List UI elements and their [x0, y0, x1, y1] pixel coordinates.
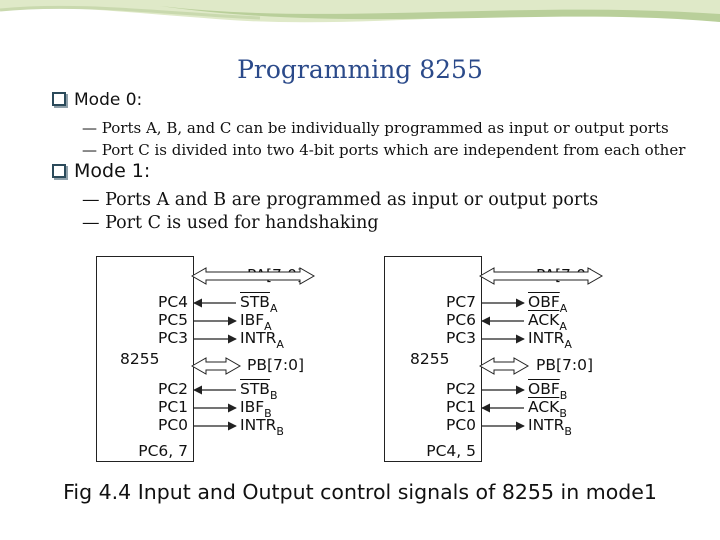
signal-stb-b: STBB: [240, 380, 278, 402]
pin-label: PC1: [445, 398, 476, 416]
signal-intr-a: INTRA: [240, 329, 284, 351]
signal-obf-b: OBFB: [528, 380, 568, 402]
port-b-label-right: PB[7:0]: [536, 356, 594, 374]
mode1-heading-text: Mode 1:: [74, 160, 151, 182]
chip-label-left: 8255: [120, 350, 160, 368]
port-b-label-left: PB[7:0]: [247, 356, 305, 374]
chip-8255-right: [384, 256, 482, 462]
signal-intr-a: INTRA: [528, 329, 572, 351]
signal-obf-a: OBFA: [528, 293, 568, 315]
pin-label: PC0: [157, 416, 188, 434]
pin-label: PC0: [445, 416, 476, 434]
signal-intr-b: INTRB: [240, 416, 284, 438]
slide-title: Programming 8255: [237, 55, 483, 84]
signal-ibf-b: IBFB: [240, 398, 272, 420]
header-swoosh: [0, 0, 720, 23]
signal-ibf-a: IBFA: [240, 311, 272, 333]
pin-label: PC5: [157, 311, 188, 329]
mode1-point-2: — Port C is used for handshaking: [82, 213, 379, 233]
mode0-heading: Mode 0:: [52, 90, 142, 110]
mode1-heading: Mode 1:: [52, 160, 150, 182]
pin-label-extra: PC4, 5: [426, 442, 476, 460]
pin-label: PC2: [445, 380, 476, 398]
bus-arrow-pa-left: [190, 267, 316, 285]
signal-ack-b: ACKB: [528, 398, 567, 420]
signal-stb-a: STBA: [240, 293, 278, 315]
mode0-heading-text: Mode 0:: [74, 90, 143, 110]
mode0-point-2: — Port C is divided into two 4-bit ports…: [82, 141, 686, 159]
pin-label: PC3: [157, 329, 188, 347]
pin-label: PC4: [157, 293, 188, 311]
pin-label: PC7: [445, 293, 476, 311]
pin-label: PC3: [445, 329, 476, 347]
chip-8255-left: [96, 256, 194, 462]
signal-arrows-right: [481, 298, 525, 431]
chip-label-right: 8255: [410, 350, 450, 368]
pin-label: PC1: [157, 398, 188, 416]
figure-caption: Fig 4.4 Input and Output control signals…: [63, 480, 657, 504]
bus-arrow-pb-right: [478, 357, 530, 375]
bus-arrow-pa-right: [478, 267, 604, 285]
signal-arrows-left: [193, 298, 237, 431]
mode1-point-1: — Ports A and B are programmed as input …: [82, 190, 599, 210]
pin-label: PC6: [445, 311, 476, 329]
bus-arrow-pb-left: [190, 357, 242, 375]
mode0-point-1: — Ports A, B, and C can be individually …: [82, 119, 669, 137]
pin-label-extra: PC6, 7: [138, 442, 188, 460]
signal-intr-b: INTRB: [528, 416, 572, 438]
pin-label: PC2: [157, 380, 188, 398]
checkbox-bullet-icon: [52, 92, 66, 106]
checkbox-bullet-icon: [52, 164, 66, 178]
signal-ack-a: ACKA: [528, 311, 567, 333]
